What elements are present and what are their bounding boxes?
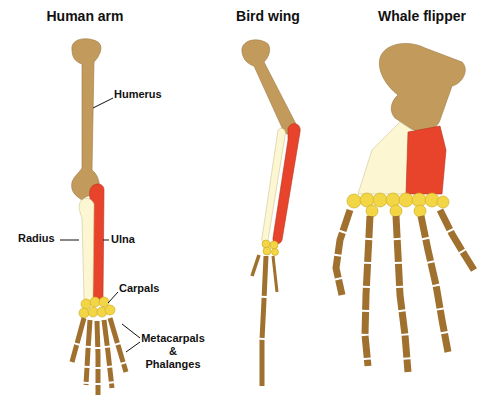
finger-bone [72,318,84,362]
panel-heading: Whale flipper [362,8,482,25]
humerus-bone [242,40,297,135]
finger-bone [421,216,448,352]
ulna-bone [406,126,446,194]
carpal-bone [437,196,449,208]
panel-heading: Human arm [35,8,135,25]
carpal-bone [81,299,91,309]
bone-label: Ulna [111,233,151,246]
leader-line [93,98,113,108]
radius-bone [79,198,94,301]
radius-bone [358,122,412,194]
whale-flipper [336,43,474,372]
finger-bone [252,255,259,276]
carpal-bone [90,297,100,307]
bone-label: Metacarpals & Phalanges [141,332,205,372]
carpal-bones [347,193,449,217]
radius-bone [262,128,286,242]
carpal-bone [272,249,279,256]
bone-label: Radius [18,232,62,245]
carpal-bone [425,193,439,207]
carpal-bone [263,247,271,255]
leader-line [60,240,79,241]
finger-bone [365,216,370,366]
finger-bone [396,216,408,372]
finger-bone [440,210,474,270]
finger-bone [336,210,350,295]
carpal-bone [88,307,98,317]
panel-heading: Bird wing [218,8,318,25]
carpal-bone [414,205,426,217]
finger-bone [86,320,90,385]
humerus-bone [379,43,465,131]
leader-line [126,342,140,352]
finger-bone [273,256,277,292]
carpal-bone [105,305,115,315]
carpal-bone [366,205,378,217]
carpal-bone [390,205,402,217]
bird-wing [242,40,300,386]
finger-bone [97,321,98,395]
leader-line [122,324,140,338]
carpal-bone [399,193,413,207]
finger-bones [72,318,126,395]
finger-bone [104,320,112,388]
carpal-bone [79,308,89,318]
finger-bone [110,318,126,372]
finger-bones [336,210,474,372]
carpal-bone [270,241,278,249]
carpal-bone [262,240,270,248]
carpal-bone [386,193,400,207]
leader-line [108,292,118,303]
bone-label: Carpals [119,282,169,295]
carpal-bone [373,193,387,207]
leader-line [103,240,109,241]
carpal-bones [79,297,115,318]
carpal-bone [347,194,361,208]
finger-bone [262,256,266,386]
humerus-bone [72,39,101,200]
finger-bones [252,255,277,386]
bone-label: Humerus [114,88,174,101]
carpal-bones [262,240,279,256]
leader-lines [60,98,140,352]
